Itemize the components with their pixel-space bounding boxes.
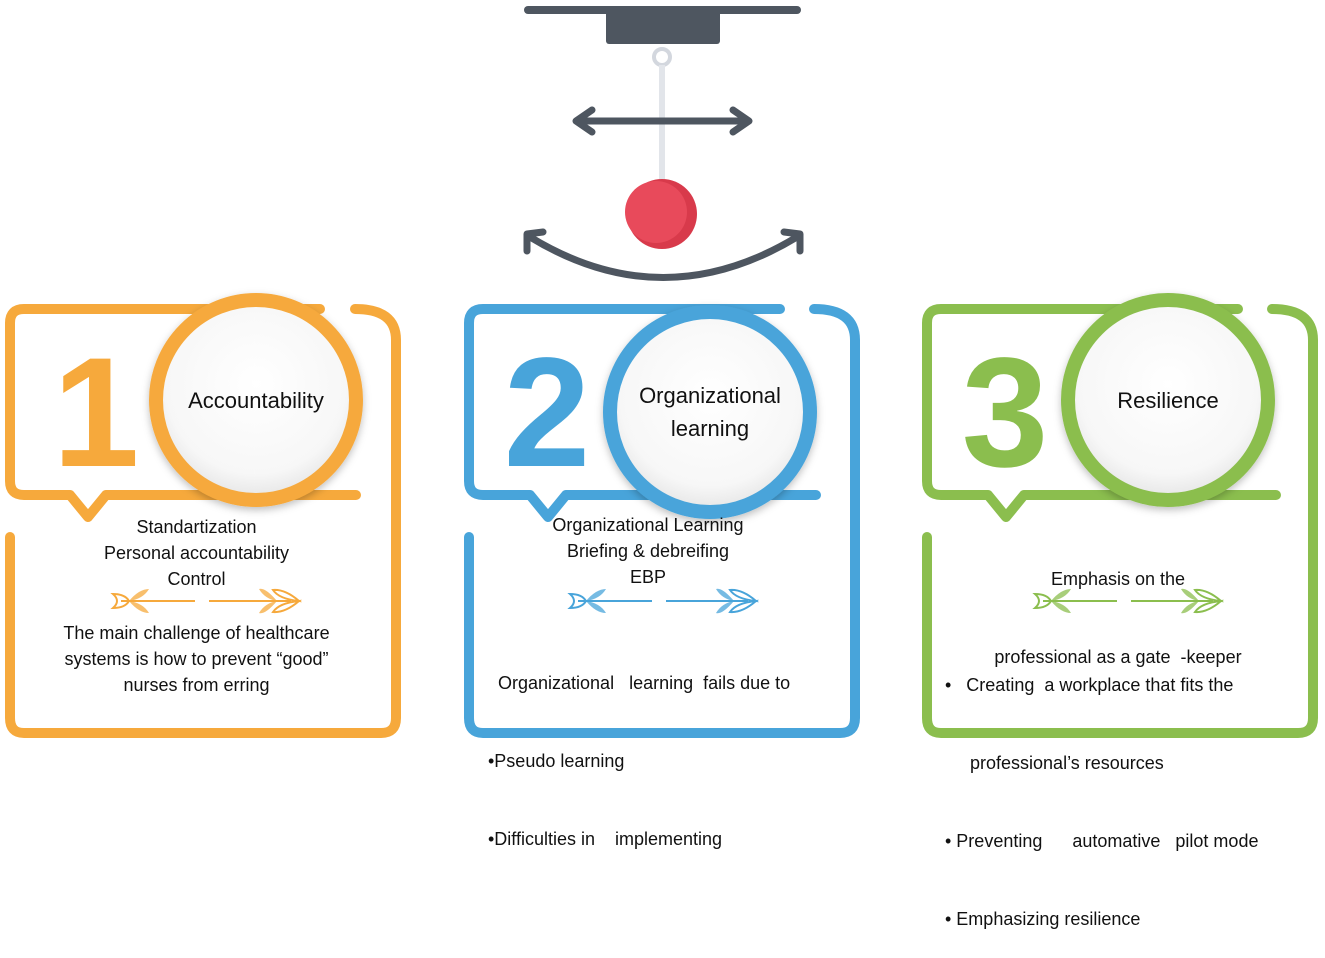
panel-1-bottom-text: The main challenge of healthcare systems… — [40, 620, 353, 698]
text-line: nurses from erring — [123, 675, 270, 695]
title-circle — [1061, 293, 1275, 507]
circle-label-line: Accountability — [188, 387, 324, 413]
text-line: professional as a gate -keeper — [994, 647, 1242, 667]
text-line: The main challenge of healthcare — [63, 623, 330, 643]
text-line: • Preventing automative pilot mode — [945, 831, 1259, 851]
text-line: •Difficulties in implementing — [488, 829, 723, 849]
text-line: Control — [167, 569, 226, 589]
circle-label-line: Resilience — [1117, 387, 1219, 413]
text-line: Personal accountability — [103, 543, 290, 563]
text-line: EBP — [629, 567, 667, 587]
step-number: 1 — [53, 326, 140, 500]
pendulum-icon — [523, 6, 804, 281]
diagram-canvas: 1 2 — [5, 6, 1318, 738]
panel-2-bottom-text: Organizational learning fails due to •Ps… — [488, 618, 833, 878]
panel-accountability: 1 — [5, 293, 401, 738]
title-circle — [603, 305, 817, 519]
panel-organizational-learning: 2 — [464, 304, 860, 738]
pendulum-mount — [606, 10, 720, 44]
double-arrow-icon — [572, 106, 753, 136]
step-number: 3 — [962, 326, 1049, 500]
text-line: Briefing & debreifing — [566, 541, 730, 561]
callout-frame-top — [5, 304, 361, 522]
text-line: • Emphasizing resilience — [945, 909, 1141, 929]
text-line: • Creating a workplace that fits the — [945, 675, 1234, 695]
leaf-arrow-divider-icon — [1032, 588, 1225, 614]
panel-frame-bottom — [464, 304, 860, 738]
panel-3-bottom-text: • Creating a workplace that fits the pro… — [945, 620, 1305, 958]
text-line: Standartization — [136, 517, 257, 537]
leaf-arrow-divider-icon — [567, 588, 760, 614]
text-line: Emphasis on the — [1050, 569, 1186, 589]
text-line: •Pseudo learning — [488, 751, 625, 771]
text-line: professional’s resources — [945, 753, 1164, 773]
pendulum-ball — [625, 179, 697, 249]
text-line: systems is how to prevent “good” — [64, 649, 329, 669]
circle-label-organizational-learning: Organizational learning — [620, 322, 800, 502]
text-line: Organizational Learning — [552, 515, 744, 535]
circle-label-line: learning — [670, 416, 750, 441]
curved-double-arrow-icon — [523, 228, 804, 281]
panel-1-top-text: Standartization Personal accountability … — [40, 514, 353, 592]
panel-resilience: 3 — [922, 293, 1318, 738]
circle-label-accountability: Accountability — [166, 310, 346, 490]
circle-label-line: Organizational — [639, 383, 781, 408]
pendulum-pivot — [652, 47, 672, 67]
title-circle — [149, 293, 363, 507]
step-number: 2 — [504, 326, 591, 500]
leaf-arrow-divider-icon — [110, 588, 303, 614]
circle-label-resilience: Resilience — [1078, 310, 1258, 490]
panel-frame-bottom — [922, 304, 1318, 738]
panel-3-top-text: Emphasis on the professional as a gate -… — [968, 514, 1268, 696]
callout-frame-top — [922, 304, 1281, 522]
callout-frame-top — [464, 304, 821, 522]
panel-2-top-text: Organizational Learning Briefing & debre… — [498, 512, 798, 590]
text-line: Organizational learning fails due to — [498, 673, 791, 693]
panel-frame-bottom — [5, 304, 401, 738]
